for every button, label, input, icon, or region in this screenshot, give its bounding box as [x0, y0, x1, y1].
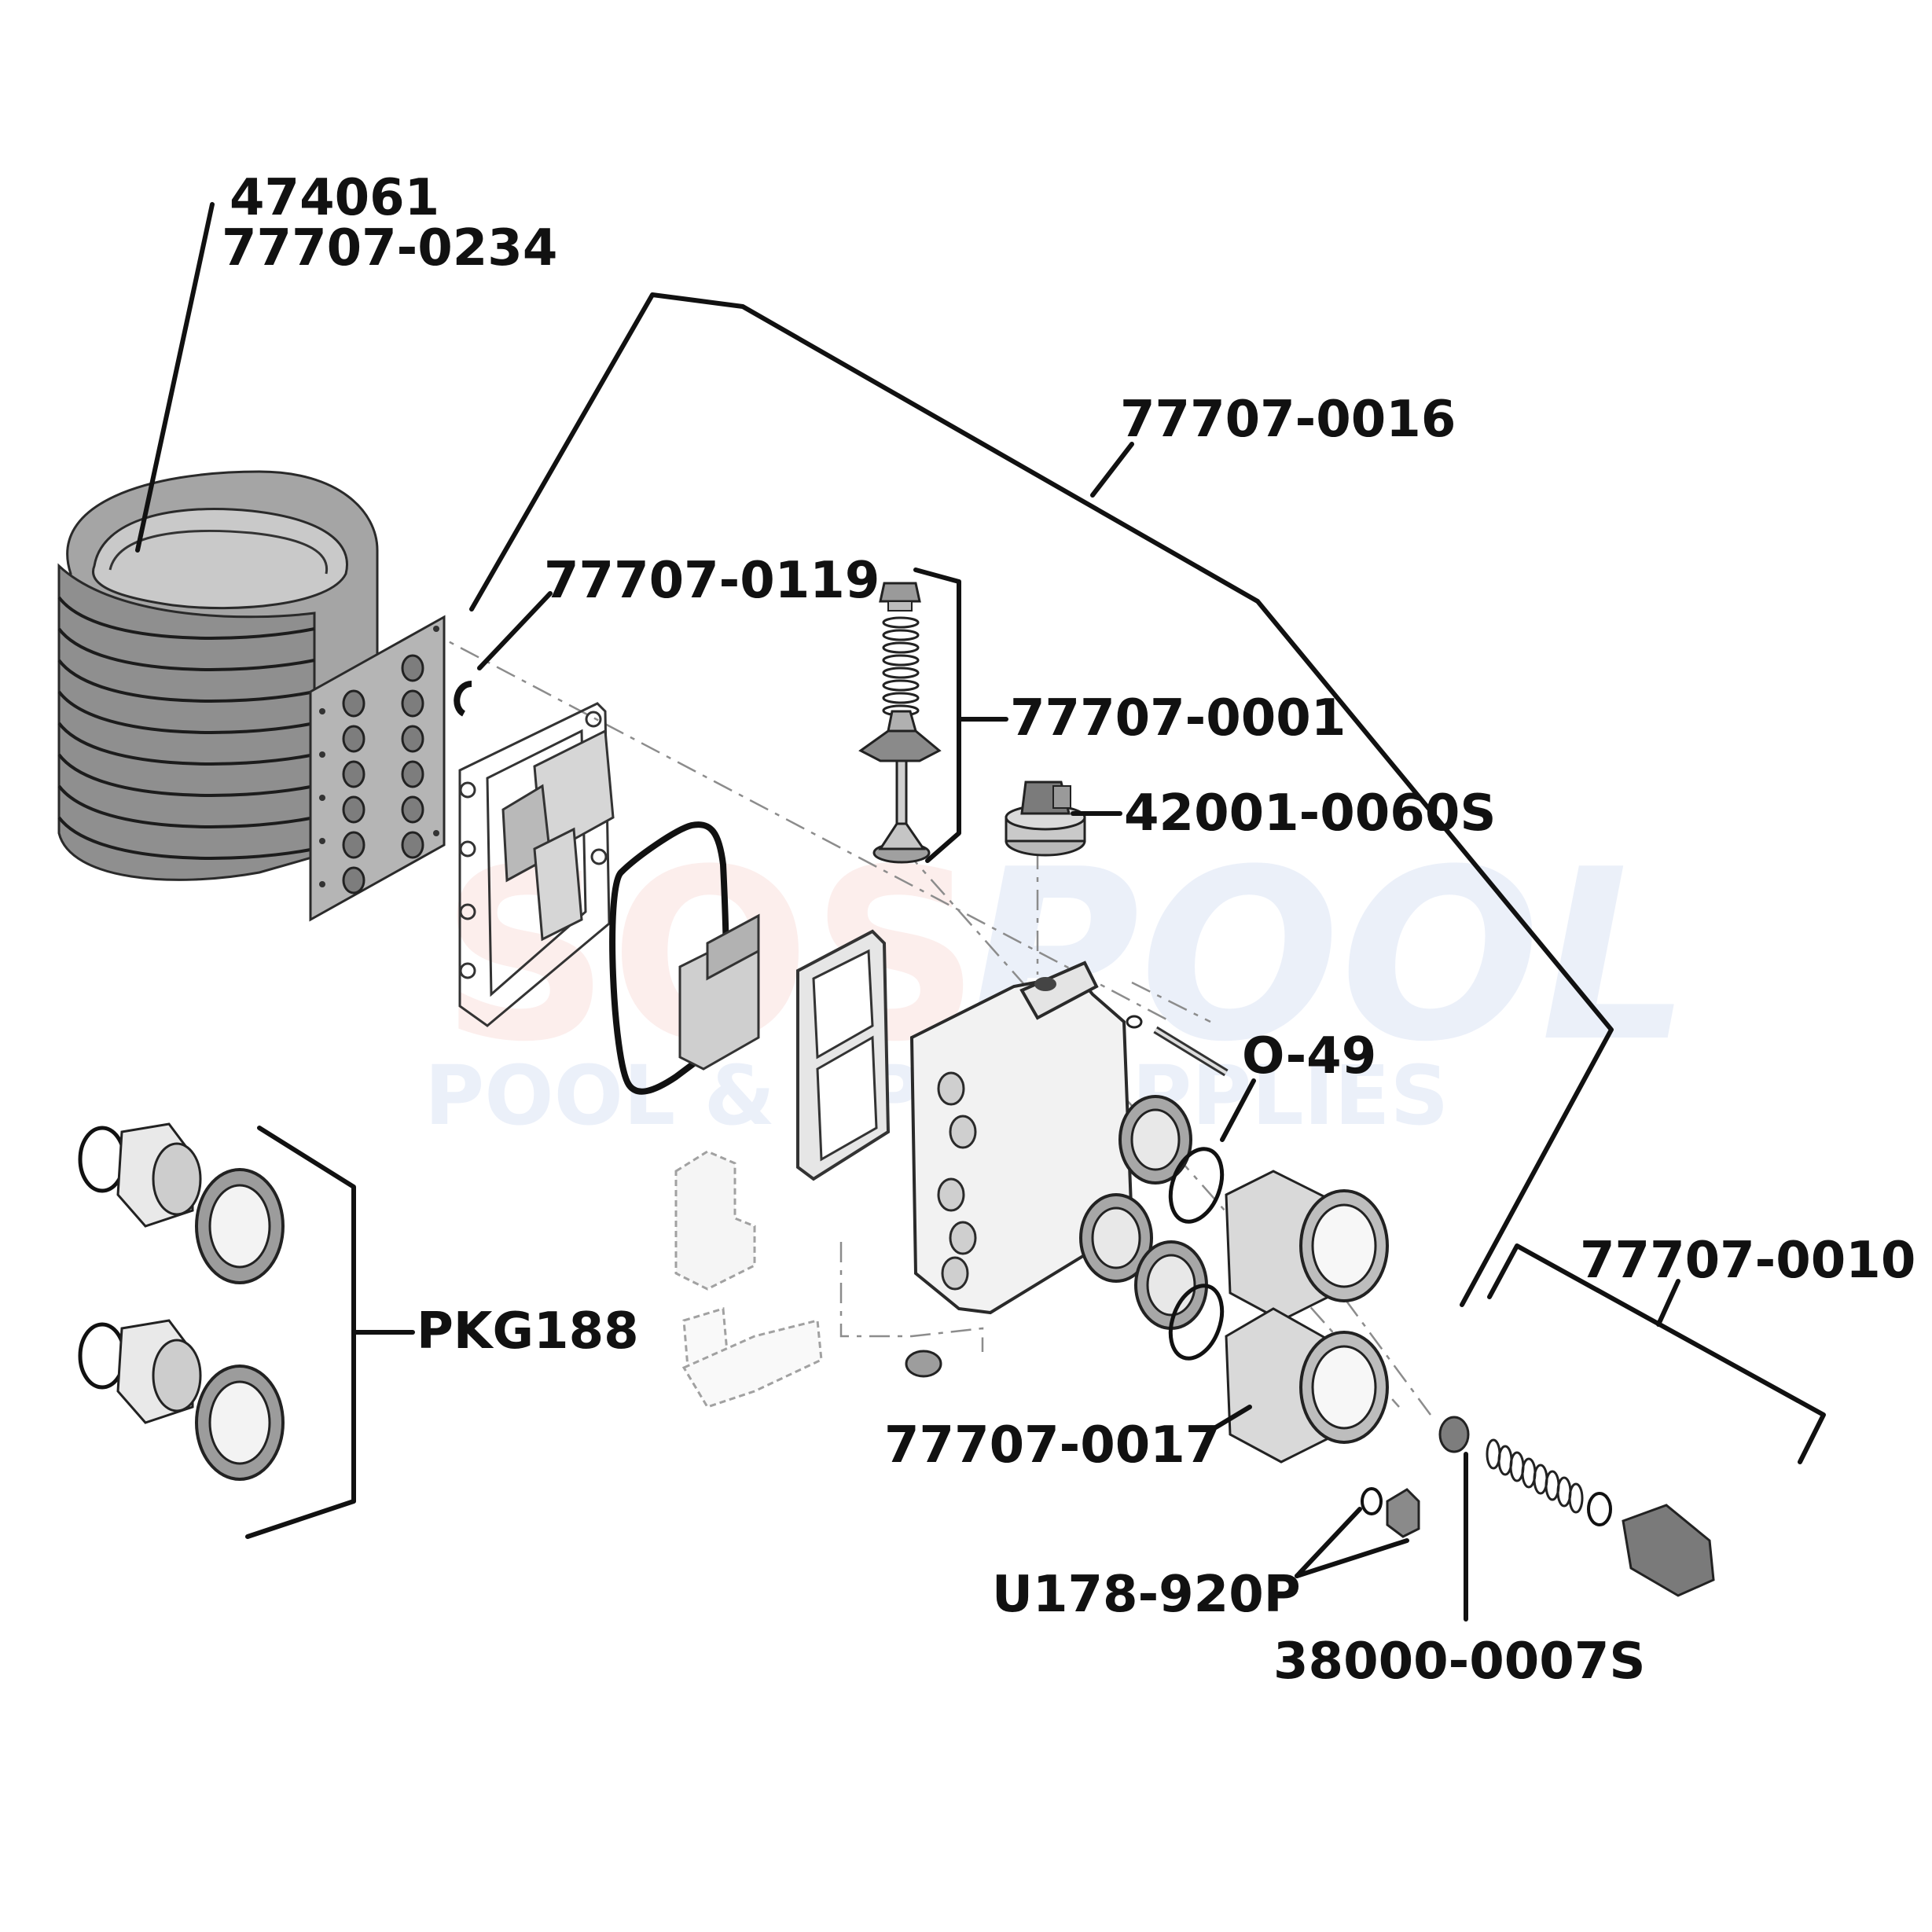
manifold-gasket — [796, 929, 891, 1181]
manifold-ports — [1079, 1095, 1208, 1330]
bypass-spring — [882, 616, 920, 717]
coil-turn-lines — [57, 596, 315, 860]
header-plate-ports — [342, 654, 424, 894]
label-42001-0060S: 42001-0060S — [1124, 784, 1496, 843]
label-U178-920P: U178-920P — [992, 1566, 1301, 1624]
manifold-plug — [905, 1350, 942, 1378]
bypass-valve-parts — [858, 582, 942, 864]
label-PKG188: PKG188 — [417, 1302, 639, 1361]
label-77707-0016: 77707-0016 — [1120, 391, 1456, 449]
label-77707-0001: 77707-0001 — [1010, 689, 1346, 747]
label-77707-0119: 77707-0119 — [544, 552, 880, 610]
label-O-49: O-49 — [1242, 1027, 1376, 1085]
union-kit-parts — [78, 1122, 285, 1481]
check-valve-spring — [1486, 1438, 1584, 1514]
adapter-o-rings — [1168, 1147, 1225, 1361]
adapter-fittings — [1225, 1170, 1389, 1464]
manifold-bosses — [937, 1071, 977, 1291]
label-77707-0234: 77707-0234 — [222, 219, 557, 277]
leader-lines — [135, 202, 1826, 1622]
flow-divider — [678, 913, 760, 1071]
check-valve-parts — [1438, 1416, 1715, 1597]
label-77707-0017: 77707-0017 — [884, 1416, 1220, 1475]
drain-plug-parts — [1361, 1487, 1420, 1538]
part-number-labels: 474061 77707-0234 77707-0016 77707-0119 … — [222, 169, 1915, 1691]
label-38000-0007S: 38000-0007S — [1273, 1633, 1645, 1691]
header-gasket — [458, 702, 611, 1027]
clip-part — [454, 681, 472, 717]
pressure-switch-part — [1005, 781, 1086, 857]
pressure-relief-valve — [674, 1150, 823, 1409]
label-474061: 474061 — [230, 169, 439, 227]
label-77707-0010: 77707-0010 — [1580, 1232, 1915, 1290]
watermark: SOS POOL POOL & SPA SUPPLIES — [424, 819, 1691, 1144]
manifold-body — [909, 960, 1208, 1330]
header-plate — [309, 615, 446, 922]
baffle-plates — [501, 729, 615, 942]
manifold-bolt — [1126, 1015, 1229, 1077]
